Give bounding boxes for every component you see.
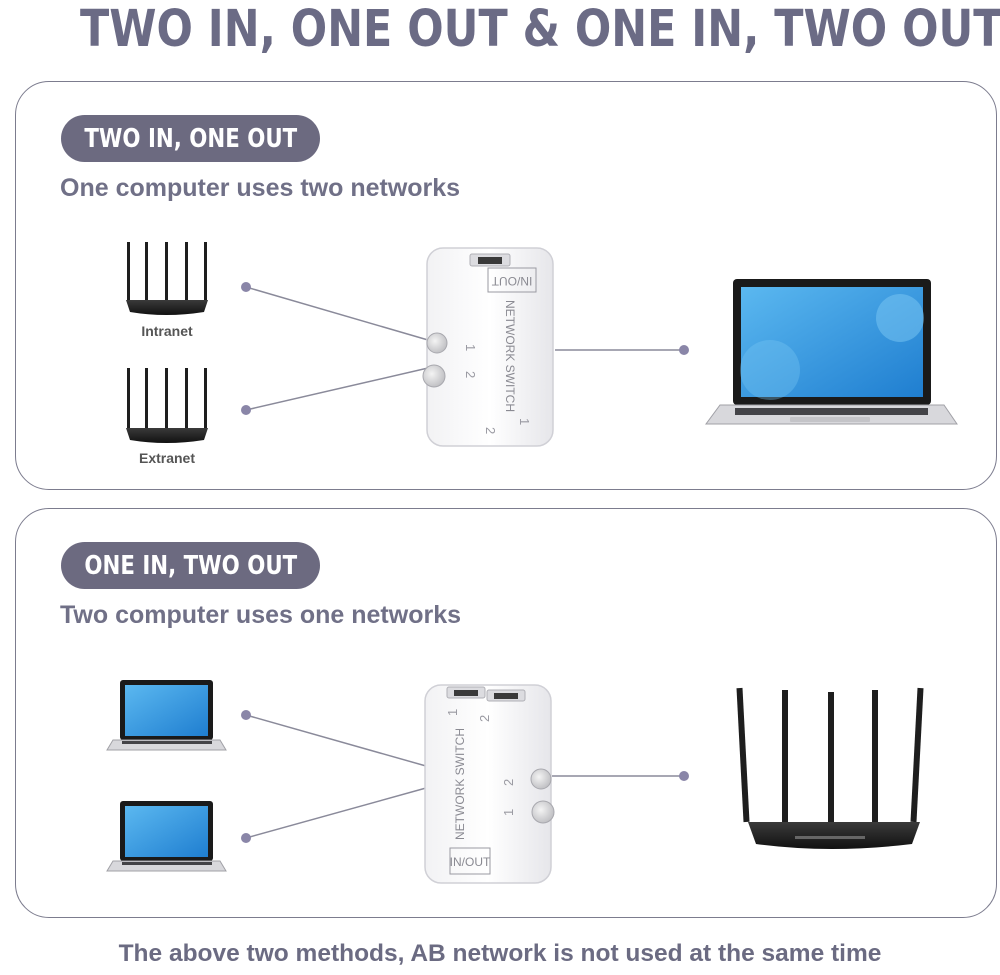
router-icon: [126, 368, 208, 443]
port-number: 2: [463, 371, 478, 378]
switch-brand-label: NETWORK SWITCH: [453, 728, 467, 840]
laptop-icon: [705, 279, 958, 425]
port-number: 2: [501, 779, 516, 786]
router-label-intranet: Intranet: [141, 323, 193, 339]
mode-badge-label: ONE IN, TWO OUT: [84, 550, 297, 581]
port-number: 1: [463, 344, 478, 351]
connector-dots: [241, 710, 689, 843]
laptop-icon: [106, 680, 227, 751]
switch-brand-label: NETWORK SWITCH: [503, 300, 517, 412]
main-title: TWO IN, ONE OUT & ONE IN, TWO OUT: [80, 0, 1000, 59]
router-icon: [736, 687, 924, 849]
port-number: 2: [477, 715, 492, 722]
laptop-icon: [106, 801, 227, 872]
connector-lines: [245, 286, 683, 411]
panel-subtitle: Two computer uses one networks: [60, 601, 462, 629]
mode-badge: ONE IN, TWO OUT: [61, 542, 320, 589]
router-icon: [126, 242, 208, 315]
panel-subtitle: One computer uses two networks: [60, 174, 461, 202]
switch-port-label: IN/OUT: [491, 274, 532, 288]
connector-dots: [241, 282, 689, 415]
mode-badge-label: TWO IN, ONE OUT: [84, 123, 297, 154]
router-label-extranet: Extranet: [138, 450, 196, 466]
port-number: 2: [483, 427, 498, 434]
connector-lines: [245, 714, 683, 839]
port-number: 1: [501, 809, 516, 816]
port-number: 1: [517, 418, 532, 425]
footer-note: The above two methods, AB network is not…: [118, 940, 882, 967]
switch-port-label: IN/OUT: [450, 855, 491, 869]
mode-badge: TWO IN, ONE OUT: [61, 115, 320, 162]
network-switch-device: [422, 247, 554, 447]
network-switch-device: [424, 684, 555, 884]
port-number: 1: [445, 709, 460, 716]
